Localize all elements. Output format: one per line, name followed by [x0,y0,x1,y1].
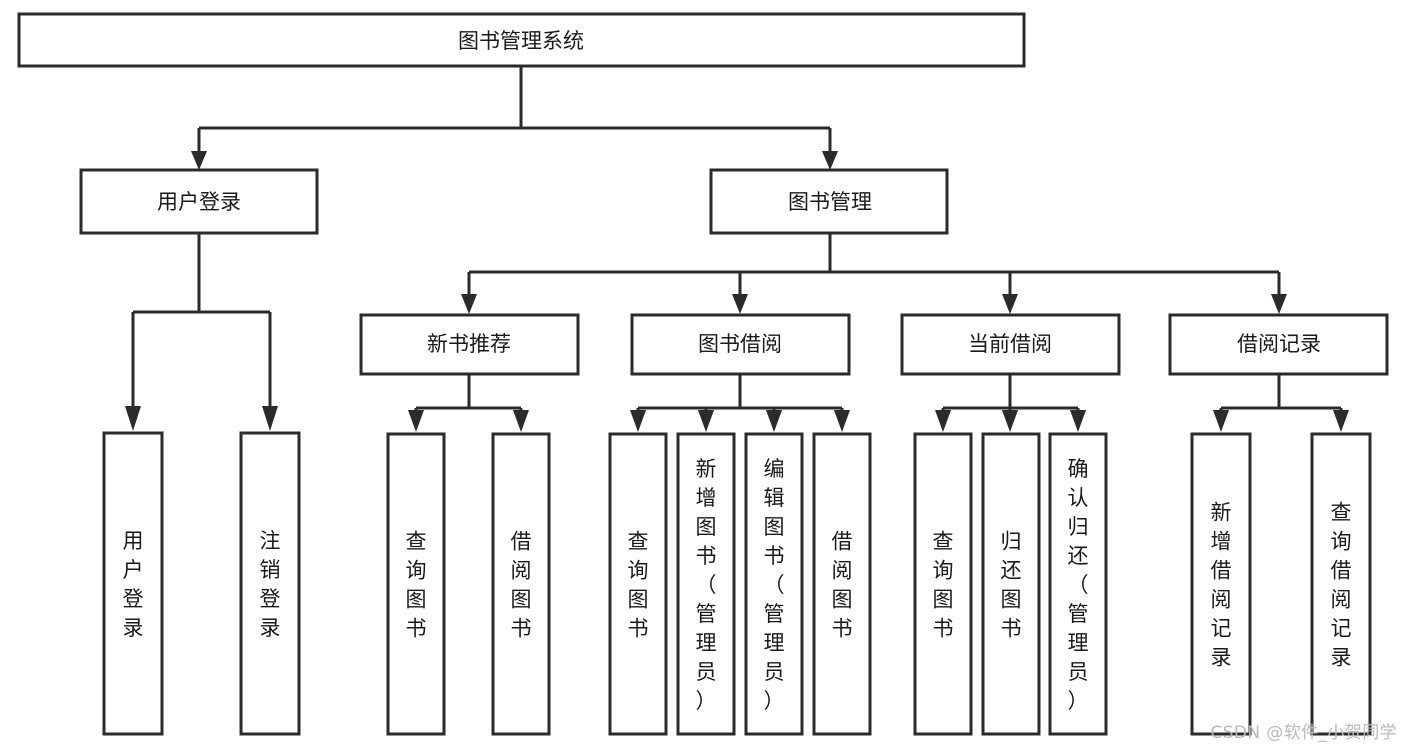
connector-group [125,66,1349,432]
leaf-book-borrow-0-box[interactable] [608,432,668,736]
arrow-head-newbook-leaf1 [513,410,529,432]
leaf-current-borrow-0-label: 查询图书 [933,530,954,641]
leaf-book-borrow-3-box[interactable] [812,432,872,736]
leaf-new-book-0-label: 查询图书 [406,530,427,641]
leaf-borrow-record-1[interactable] [1310,432,1372,736]
leaf-book-borrow-0-label: 查询图书 [628,530,649,641]
arrow-head-bookborrow-leaf0 [630,410,646,432]
leaf-new-book-1[interactable] [491,432,551,736]
node-borrow-record-box[interactable] [1168,313,1389,376]
leaf-book-borrow-3[interactable] [812,432,872,736]
node-book-borrow-label: 图书借阅 [698,332,782,356]
leaf-user-login-1-label: 注销登录 [260,529,281,640]
leaf-current-borrow-1-label: 归还图书 [1001,530,1022,641]
arrow-head-userlogin-leaf1 [262,406,278,431]
arrow-head-current-borrow [1002,294,1018,314]
node-new-book-recommend[interactable]: 新书推荐 [359,313,580,376]
watermark-text: CSDN @软件_小贺同学 [1210,723,1397,743]
node-book-borrow[interactable]: 图书借阅 [630,313,851,376]
leaf-book-borrow-1[interactable] [676,432,736,736]
arrow-head-borrowrecord-leaf1 [1333,410,1349,432]
leaf-book-borrow-2-box[interactable] [744,432,804,736]
arrow-head-user-login [191,151,207,170]
arrow-head-bookborrow-leaf1 [698,410,714,432]
leaf-user-login-0-box[interactable] [102,431,164,736]
arrow-head-bookborrow-leaf2 [766,410,782,432]
leaf-new-book-1-label: 借阅图书 [511,530,532,641]
leaf-user-login-0[interactable] [102,431,164,736]
arrow-head-userlogin-leaf0 [125,406,141,431]
arrow-head-book-borrow [732,294,748,314]
arrow-head-borrowrecord-leaf0 [1213,410,1229,432]
leaf-new-book-0-box[interactable] [386,432,446,736]
leaf-borrow-record-1-box[interactable] [1310,432,1372,736]
leaf-new-book-1-box[interactable] [491,432,551,736]
leaf-current-borrow-0-box[interactable] [913,432,973,736]
leaf-text-layer: 用户登录 注销登录 查询图书 借阅图书 查询图书 新增图书（管理员） 编辑图书（管理员） 借阅… [123,457,1352,713]
node-root[interactable]: 图书管理系统 [17,12,1026,68]
leaf-borrow-record-1-label: 查询借阅记录 [1331,501,1352,670]
leaf-current-borrow-1[interactable] [981,432,1041,736]
leaf-book-borrow-1-label: 新增图书（管理员） [696,457,717,713]
leaf-user-login-1[interactable] [239,431,301,736]
leaf-book-borrow-2-label: 编辑图书（管理员） [764,457,785,713]
node-borrow-record[interactable]: 借阅记录 [1168,313,1389,376]
node-book-management[interactable]: 图书管理 [709,168,949,235]
arrow-head-currentborrow-leaf2 [1070,410,1086,432]
leaf-book-borrow-3-label: 借阅图书 [832,530,853,641]
leaf-current-borrow-0[interactable] [913,432,973,736]
arrow-head-currentborrow-leaf1 [1002,410,1018,432]
node-borrow-record-label: 借阅记录 [1237,332,1321,356]
leaf-current-borrow-2-label: 确认归还（管理员） [1068,457,1089,713]
node-book-management-box[interactable] [709,168,949,235]
node-book-borrow-box[interactable] [630,313,851,376]
leaf-user-login-0-label: 用户登录 [123,529,144,640]
arrow-head-borrow-record [1271,294,1287,314]
leaf-current-borrow-2-box[interactable] [1048,432,1108,736]
node-current-borrow[interactable]: 当前借阅 [900,313,1121,376]
node-new-book-recommend-box[interactable] [359,313,580,376]
leaf-book-borrow-0[interactable] [608,432,668,736]
node-user-login-box[interactable] [79,168,319,235]
node-root-label: 图书管理系统 [458,29,584,53]
node-current-borrow-label: 当前借阅 [968,332,1052,356]
leaf-borrow-record-0-label: 新增借阅记录 [1211,501,1232,670]
node-user-login-label: 用户登录 [157,190,241,214]
arrow-head-book-mgmt [822,151,838,170]
node-current-borrow-box[interactable] [900,313,1121,376]
arrow-head-new-book [461,294,477,314]
leaf-book-borrow-2[interactable] [744,432,804,736]
leaf-book-borrow-1-box[interactable] [676,432,736,736]
arrow-head-currentborrow-leaf0 [935,410,951,432]
node-user-login[interactable]: 用户登录 [79,168,319,235]
arrow-head-bookborrow-leaf3 [834,410,850,432]
node-root-box[interactable] [17,12,1026,68]
arrow-head-newbook-leaf0 [408,410,424,432]
node-book-management-label: 图书管理 [788,190,872,214]
leaf-borrow-record-0[interactable] [1190,432,1252,736]
leaf-user-login-1-box[interactable] [239,431,301,736]
leaf-borrow-record-0-box[interactable] [1190,432,1252,736]
leaf-current-borrow-2[interactable] [1048,432,1108,736]
leaf-new-book-0[interactable] [386,432,446,736]
leaf-current-borrow-1-box[interactable] [981,432,1041,736]
node-new-book-recommend-label: 新书推荐 [427,332,511,356]
